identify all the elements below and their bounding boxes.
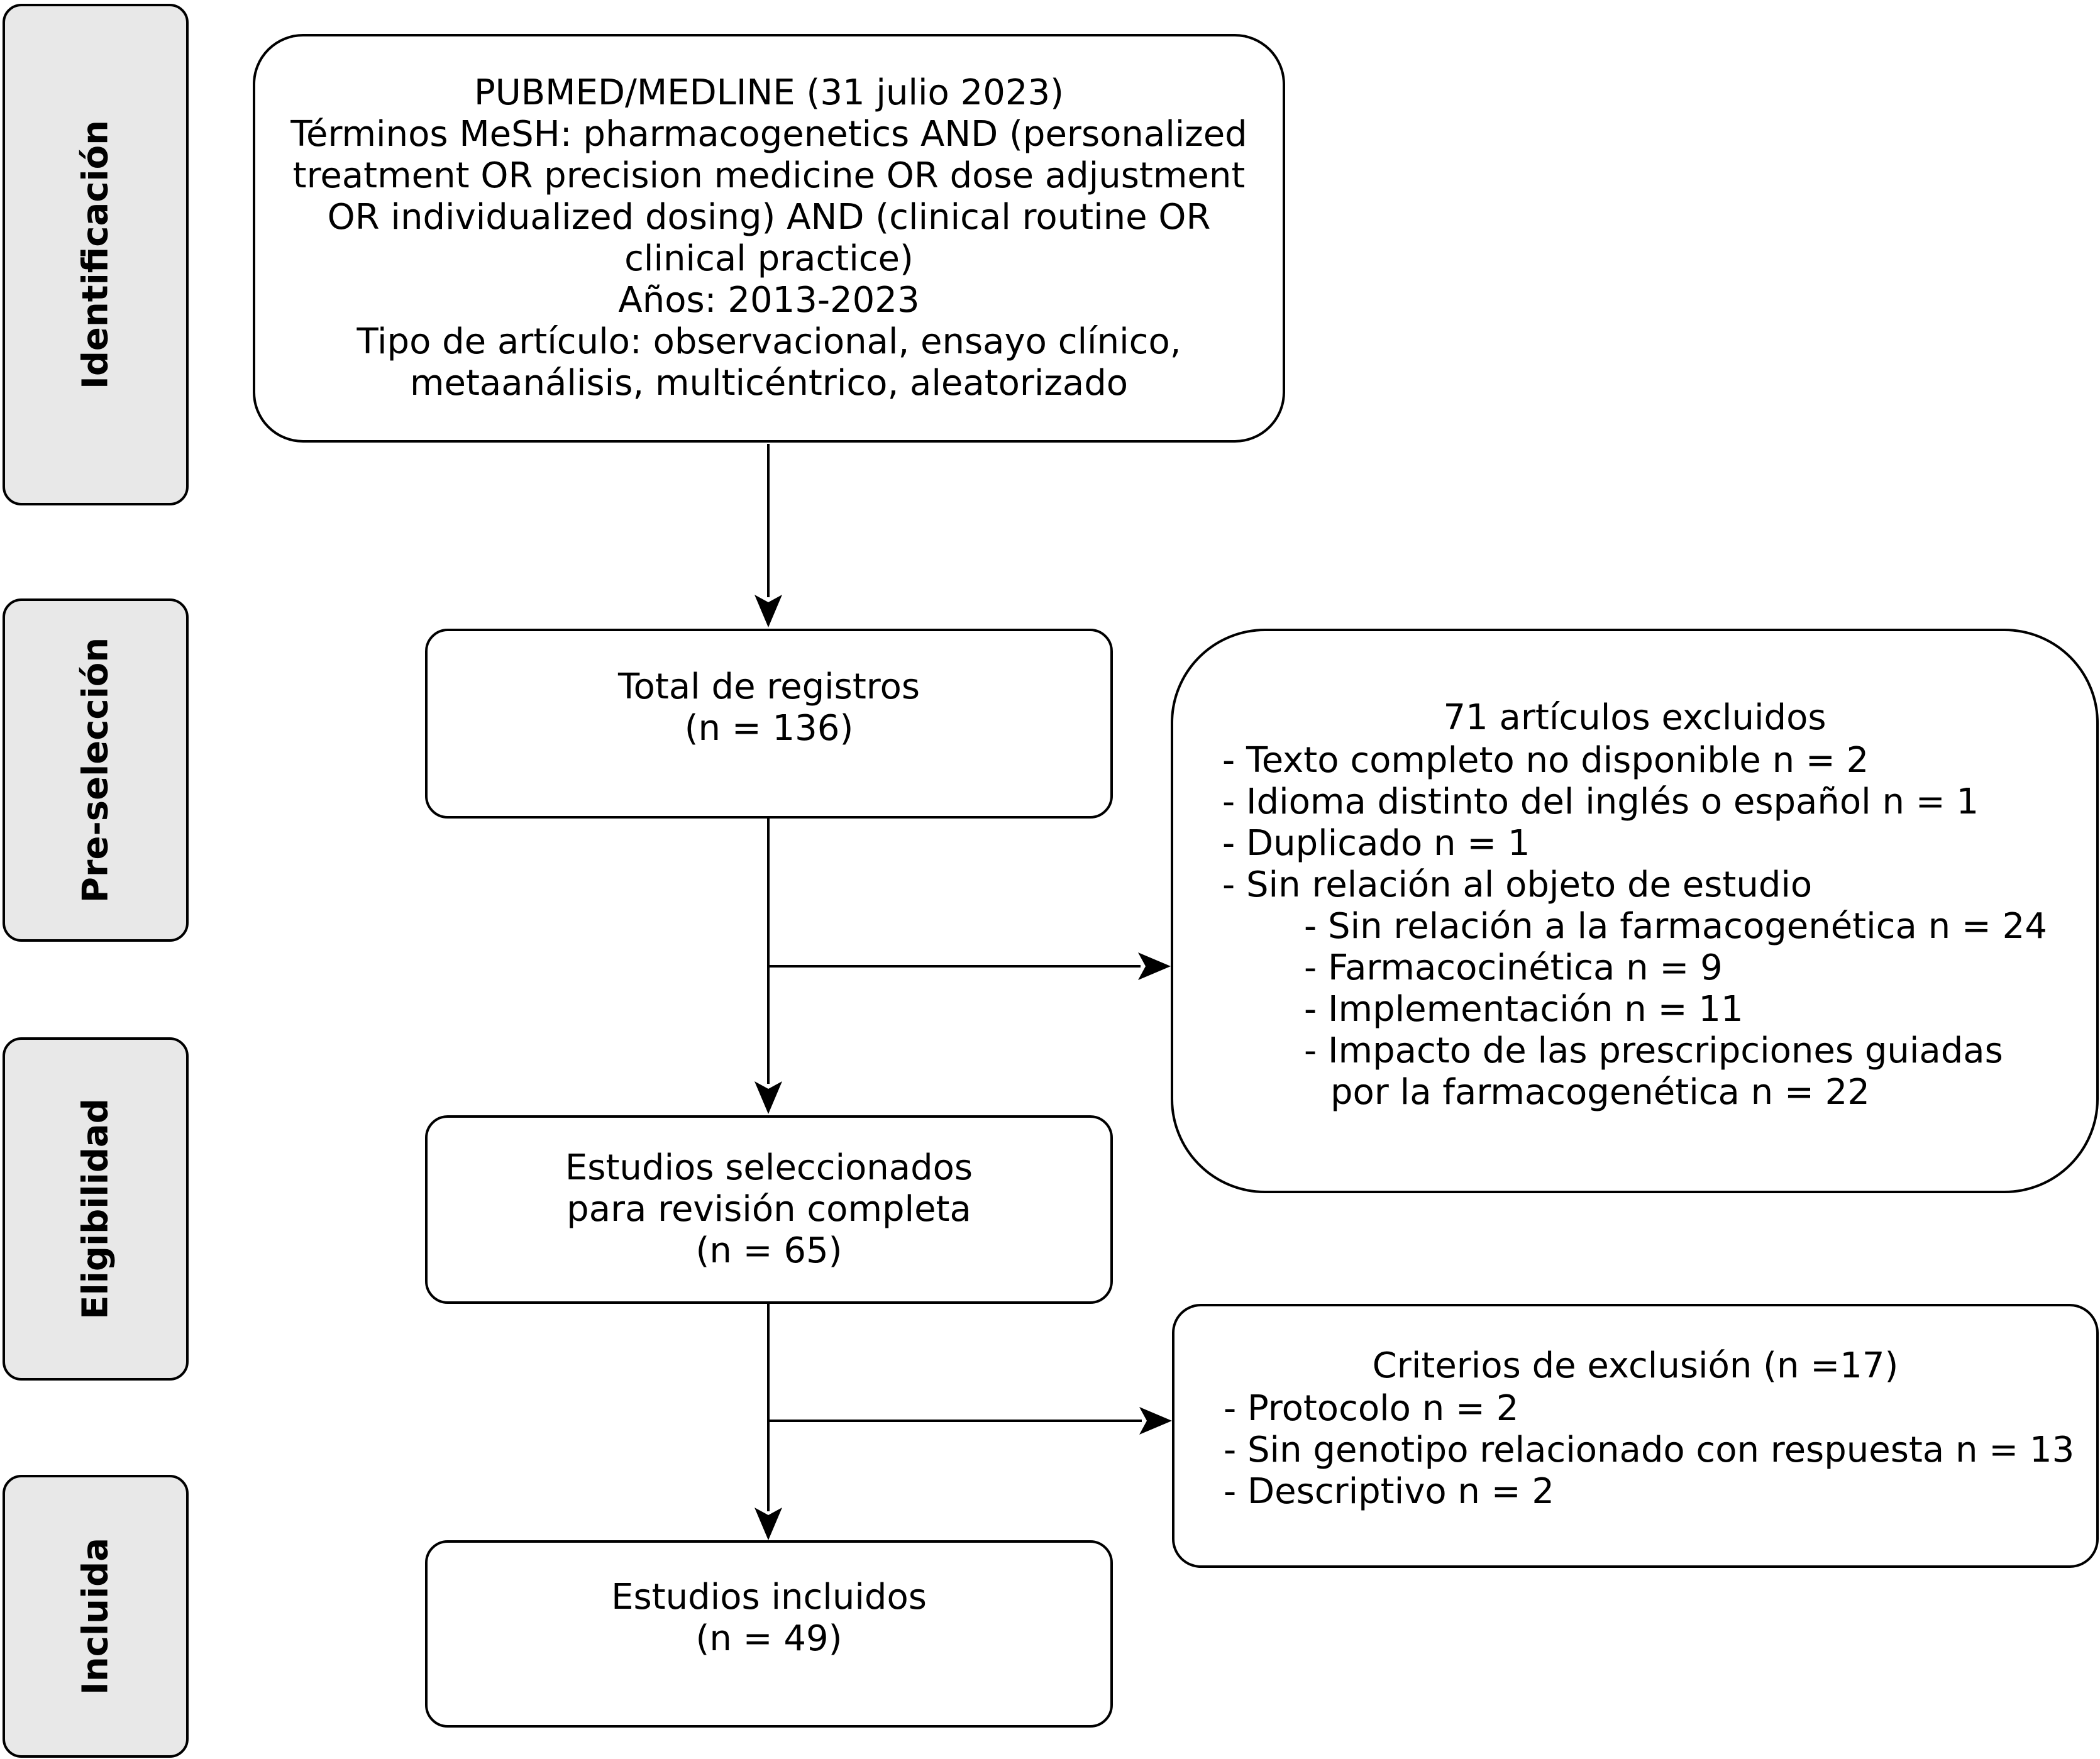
excluded-item: - Texto completo no disponible n = 2 bbox=[1222, 740, 1869, 781]
phase-identification: Identificación bbox=[3, 4, 189, 505]
excluded-articles-box: 71 artículos excluidos - Texto completo … bbox=[1171, 629, 2099, 1193]
phase-identification-label: Identificación bbox=[75, 120, 116, 389]
selected-studies-box: Estudios seleccionados para revisión com… bbox=[425, 1115, 1113, 1304]
arrowhead-excluded bbox=[1138, 952, 1171, 980]
phase-eligibility: Eligibilidad bbox=[3, 1037, 189, 1381]
included-studies-label: Estudios incluidos bbox=[611, 1577, 927, 1618]
search-line: Términos MeSH: pharmacogenetics AND (per… bbox=[290, 114, 1247, 155]
selected-studies-count: (n = 65) bbox=[695, 1230, 843, 1271]
excluded-subitem: - Farmacocinética n = 9 bbox=[1304, 947, 1723, 988]
search-line: OR individualized dosing) AND (clinical … bbox=[327, 197, 1211, 238]
criteria-title: Criterios de exclusión (n =17) bbox=[1372, 1345, 1899, 1386]
total-records-label: Total de registros bbox=[617, 666, 920, 707]
excluded-item: - Duplicado n = 1 bbox=[1222, 823, 1530, 864]
search-line: PUBMED/MEDLINE (31 julio 2023) bbox=[474, 72, 1064, 113]
criteria-item: - Descriptivo n = 2 bbox=[1224, 1471, 1555, 1512]
search-line: treatment OR precision medicine OR dose … bbox=[292, 155, 1246, 196]
search-line: clinical practice) bbox=[624, 238, 914, 279]
selected-studies-label: para revisión completa bbox=[566, 1189, 971, 1230]
total-records-box: Total de registros (n = 136) bbox=[425, 629, 1113, 819]
arrowhead-criteria bbox=[1139, 1407, 1172, 1435]
exclusion-criteria-box: Criterios de exclusión (n =17) - Protoco… bbox=[1172, 1304, 2099, 1568]
search-line: Tipo de artículo: observacional, ensayo … bbox=[356, 321, 1181, 362]
search-line: Años: 2013-2023 bbox=[618, 280, 920, 321]
criteria-item: - Protocolo n = 2 bbox=[1224, 1388, 1519, 1429]
excluded-subitem-continuation: por la farmacogenética n = 22 bbox=[1330, 1072, 1870, 1113]
excluded-subitem: - Sin relación a la farmacogenética n = … bbox=[1304, 906, 2047, 947]
phase-preselection-label: Pre-selección bbox=[75, 637, 116, 903]
search-criteria-box: PUBMED/MEDLINE (31 julio 2023) Términos … bbox=[253, 34, 1285, 443]
excluded-item: - Sin relación al objeto de estudio bbox=[1222, 864, 1813, 905]
total-records-count: (n = 136) bbox=[684, 708, 854, 749]
excluded-subitem: - Implementación n = 11 bbox=[1304, 989, 1744, 1030]
phase-included-label: Incluida bbox=[75, 1537, 116, 1696]
arrowhead-total bbox=[754, 595, 782, 627]
excluded-title: 71 artículos excluidos bbox=[1443, 697, 1826, 738]
excluded-item: - Idioma distinto del inglés o español n… bbox=[1222, 781, 1979, 822]
phase-eligibility-label: Eligibilidad bbox=[75, 1098, 116, 1320]
excluded-subitem: - Impacto de las prescripciones guiadas bbox=[1304, 1030, 2003, 1071]
included-studies-box: Estudios incluidos (n = 49) bbox=[425, 1540, 1113, 1728]
phase-included: Incluida bbox=[3, 1475, 189, 1758]
search-line: metaanálisis, multicéntrico, aleatorizad… bbox=[409, 363, 1129, 404]
included-studies-count: (n = 49) bbox=[695, 1618, 843, 1659]
phase-preselection: Pre-selección bbox=[3, 598, 189, 942]
criteria-item: - Sin genotipo relacionado con respuesta… bbox=[1224, 1430, 2075, 1470]
arrowhead-included bbox=[754, 1508, 782, 1540]
selected-studies-label: Estudios seleccionados bbox=[565, 1147, 973, 1188]
arrowhead-selected bbox=[754, 1081, 782, 1114]
